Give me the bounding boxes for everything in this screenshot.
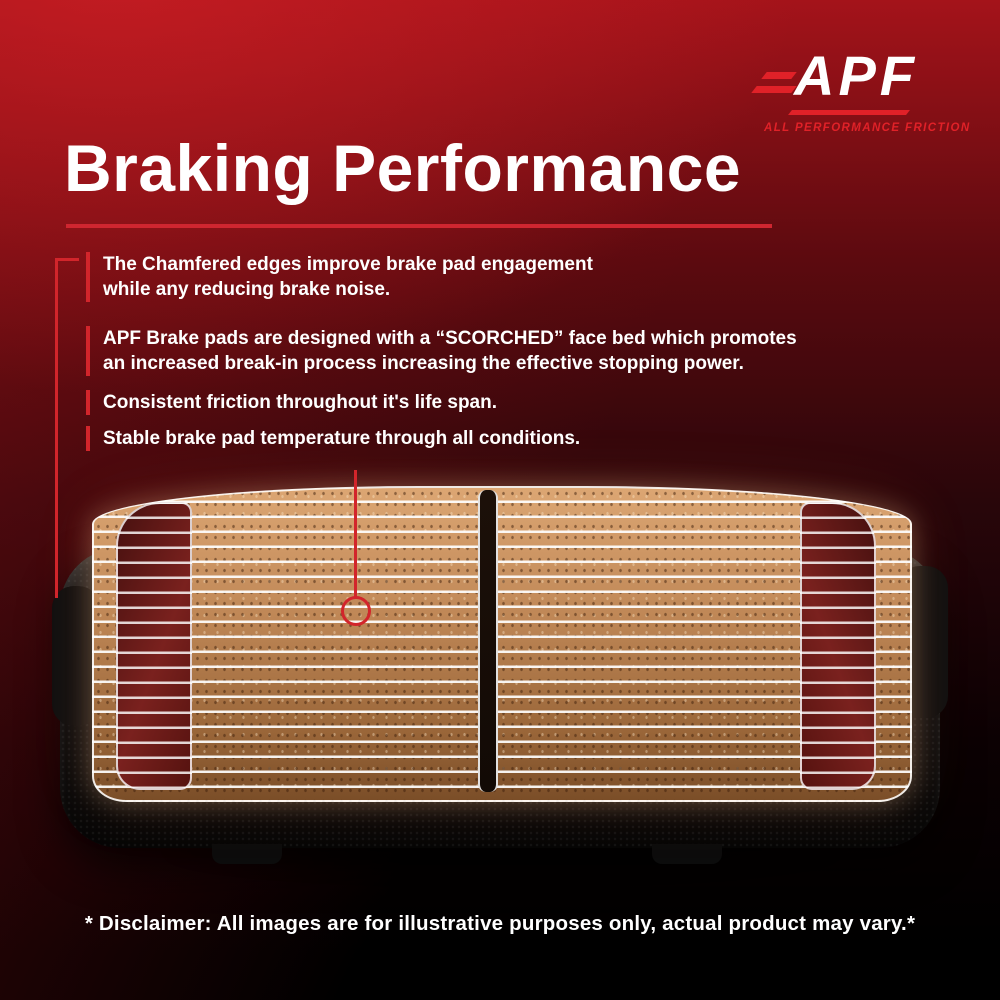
chamfer-zone-right [800,502,876,790]
callout-line-tick [55,258,79,261]
apf-logo: APF ALL PERFORMANCE FRICTION [751,44,969,148]
bullet-chamfered-edges: The Chamfered edges improve brake pad en… [86,252,623,303]
disclaimer-text: * Disclaimer: All images are for illustr… [84,912,916,935]
callout-line-left [55,258,58,598]
bullet-consistent-friction: Consistent friction throughout it's life… [86,390,497,416]
logo-swoosh-icon [788,110,910,115]
bullet-scorched-face: APF Brake pads are designed with a “SCOR… [86,326,803,377]
callout-circle-marker [341,596,371,626]
logo-tagline: ALL PERFORMANCE FRICTION [764,122,971,134]
brake-pad-image [52,478,948,878]
title-underline [66,224,772,228]
logo-wordmark: APF [794,44,918,107]
center-slot [478,490,498,792]
plate-tab-right [652,844,722,864]
page-title: Braking Performance [64,131,742,205]
plate-tab-left [212,844,282,864]
chamfer-zone-left [116,502,192,790]
logo-speed-stripe-icon [761,72,797,79]
callout-line-center [354,470,357,598]
friction-face [92,486,912,802]
bullet-stable-temperature: Stable brake pad temperature through all… [86,426,580,452]
logo-speed-stripe-icon [751,86,797,93]
